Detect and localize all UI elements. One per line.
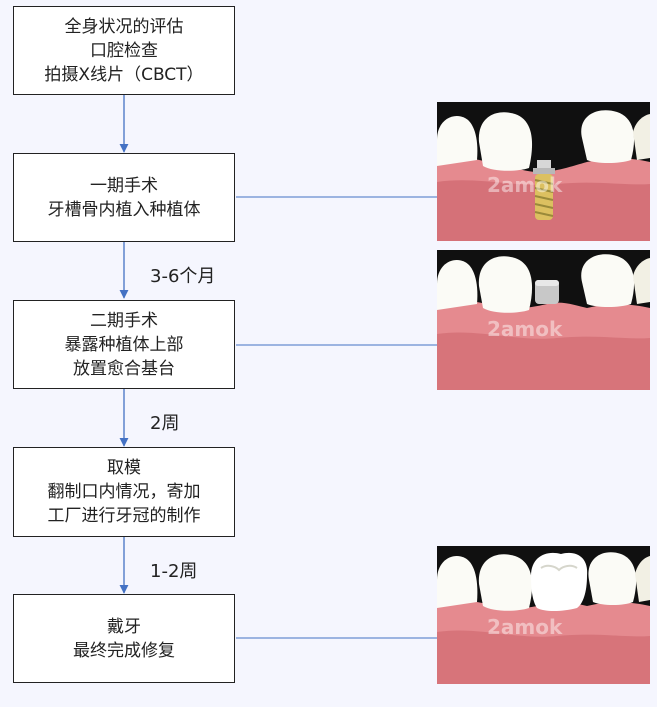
step-impression-line-2: 翻制口内情况，寄加 xyxy=(47,482,201,502)
healing-abutment-image: 2amok xyxy=(437,250,650,390)
image-3-watermark: 2amok xyxy=(487,615,563,639)
interval-label-2: 2周 xyxy=(150,413,180,434)
tooth-implant-screw-illustration-icon: 2amok xyxy=(437,102,650,241)
step-crown-fitting-line-1: 戴牙 xyxy=(107,616,141,637)
step-impression-box: 取模 翻制口内情况，寄加 工厂进行牙冠的制作 xyxy=(13,447,235,537)
crown-restoration-image: 2amok xyxy=(437,546,650,684)
step-crown-fitting-box: 戴牙 最终完成修复 xyxy=(13,594,235,683)
step-impression-line-1: 取模 xyxy=(107,458,141,478)
step-second-surgery-line-3: 放置愈合基台 xyxy=(73,358,175,379)
step-impression-line-3: 工厂进行牙冠的制作 xyxy=(47,506,201,526)
step-first-surgery-box: 一期手术 牙槽骨内植入种植体 xyxy=(13,153,235,242)
tooth-crown-restoration-illustration-icon: 2amok xyxy=(437,546,650,684)
step-assessment-line-2: 口腔检查 xyxy=(90,40,158,61)
step-first-surgery-line-2: 牙槽骨内植入种植体 xyxy=(47,199,201,220)
step-first-surgery-line-1: 一期手术 xyxy=(90,175,158,196)
interval-label-1: 3-6个月 xyxy=(150,266,216,287)
tooth-healing-abutment-illustration-icon: 2amok xyxy=(437,250,650,390)
step-second-surgery-line-1: 二期手术 xyxy=(90,310,158,331)
step-crown-fitting-line-2: 最终完成修复 xyxy=(73,640,175,661)
interval-label-3: 1-2周 xyxy=(150,561,198,582)
step-second-surgery-box: 二期手术 暴露种植体上部 放置愈合基台 xyxy=(13,300,235,389)
image-1-watermark: 2amok xyxy=(487,173,563,197)
image-2-watermark: 2amok xyxy=(487,317,563,341)
implant-screw-image: 2amok xyxy=(437,102,650,241)
step-assessment-line-3: 拍摄X线片（CBCT） xyxy=(44,64,204,85)
step-assessment-box: 全身状况的评估 口腔检查 拍摄X线片（CBCT） xyxy=(13,6,235,95)
step-assessment-line-1: 全身状况的评估 xyxy=(64,16,184,37)
step-second-surgery-line-2: 暴露种植体上部 xyxy=(64,334,184,355)
